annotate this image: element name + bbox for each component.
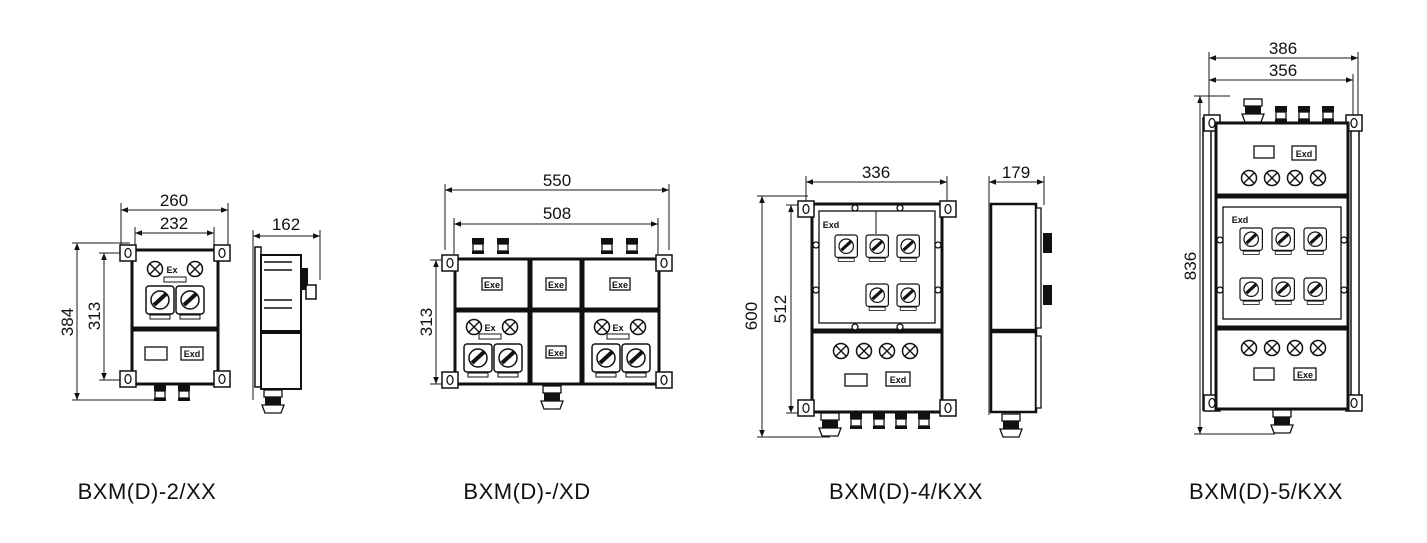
p2-width-outer: 550 [543,171,571,190]
p2-caption: BXM(D)-/XD [463,479,590,504]
p2-exe-label-2: Exe [548,280,564,290]
p1-height-outer: 384 [58,308,77,336]
p1-caption: BXM(D)-2/XX [78,479,217,504]
p4-width-inner: 356 [1269,61,1297,80]
p2-ex-label-left: Ex [484,323,495,333]
p4-exd-label-middle: Exd [1232,215,1249,225]
p2-width-inner: 508 [543,204,571,223]
p4-exe-label-bottom: Exe [1297,370,1313,380]
product-3-drawing [757,176,1052,438]
p3-width-inner: 336 [862,163,890,182]
p1-width-outer: 260 [160,191,188,210]
p1-depth: 162 [272,215,300,234]
p3-exd-label-bottom: Exd [890,375,907,385]
p4-width-outer: 386 [1269,39,1297,58]
p2-exe-label-1: Exe [484,280,500,290]
p2-height-inner: 313 [417,308,436,336]
product-2-drawing [430,184,673,410]
p3-caption: BXM(D)-4/KXX [829,479,983,504]
p2-ex-label-right: Ex [612,323,623,333]
p3-height-inner: 512 [771,295,790,323]
p4-height-outer: 836 [1181,252,1200,280]
p3-exd-label-top: Exd [823,220,840,230]
p1-ex-label: Ex [166,265,177,275]
p1-width-inner: 232 [160,214,188,233]
p4-caption: BXM(D)-5/KXX [1189,479,1343,504]
p2-exe-label-3: Exe [612,280,628,290]
product-1-drawing [72,203,321,414]
p3-height-outer: 600 [742,302,761,330]
p1-height-inner: 313 [85,302,104,330]
p4-exd-label-top: Exd [1296,149,1313,159]
p2-exe-label-4: Exe [548,348,564,358]
p1-exd-label: Exd [184,349,201,359]
p3-depth: 179 [1002,163,1030,182]
product-4-drawing [1194,52,1363,435]
